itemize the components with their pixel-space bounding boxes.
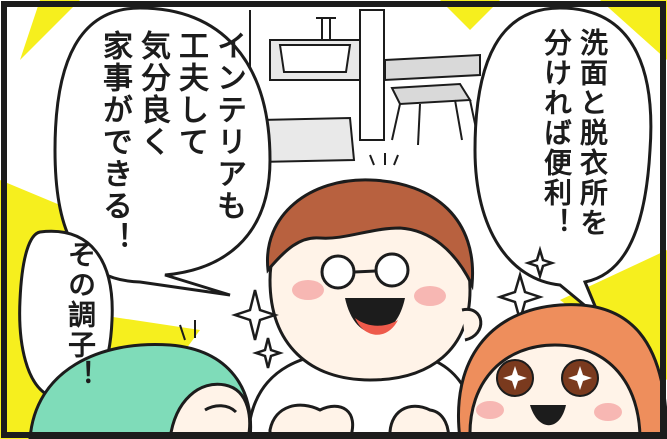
sparkle-icon — [231, 289, 279, 341]
bubble-right-shape — [473, 6, 653, 320]
glasses-left — [320, 254, 356, 290]
blush-right — [414, 286, 446, 306]
woman-with-star-eyes — [457, 303, 667, 439]
green-face — [168, 382, 252, 439]
speech-bubble-right-text: 洗面と脱衣所を 分ければ便利！ — [540, 28, 609, 238]
man-hands — [268, 403, 355, 439]
room-background — [249, 9, 481, 166]
bubble-left-shape — [53, 6, 272, 297]
speech-bubble-small-text: その調子！ — [64, 240, 97, 390]
shelf — [384, 53, 481, 82]
blush-woman-right — [594, 403, 622, 421]
glasses-right — [374, 252, 410, 288]
blush-left — [292, 280, 324, 300]
stool-top — [390, 82, 472, 106]
green-haired-person — [28, 320, 253, 439]
sparkle-icon — [524, 245, 556, 281]
blush-woman-left — [476, 401, 504, 419]
speech-bubble-left-text: インテリアも 工夫して 気分良く 家事ができる！ — [97, 30, 246, 254]
woman-mouth — [530, 405, 566, 426]
yellow-ray-top-left — [20, 0, 80, 60]
sparkle-icon — [252, 337, 284, 369]
floor-mat — [256, 116, 356, 164]
man-hair — [266, 178, 475, 291]
man-ear — [461, 308, 483, 342]
yellow-ray-top-right — [440, 0, 500, 30]
yellow-ray-corner — [600, 0, 667, 60]
faucet — [321, 17, 331, 41]
man-with-glasses — [248, 178, 483, 439]
